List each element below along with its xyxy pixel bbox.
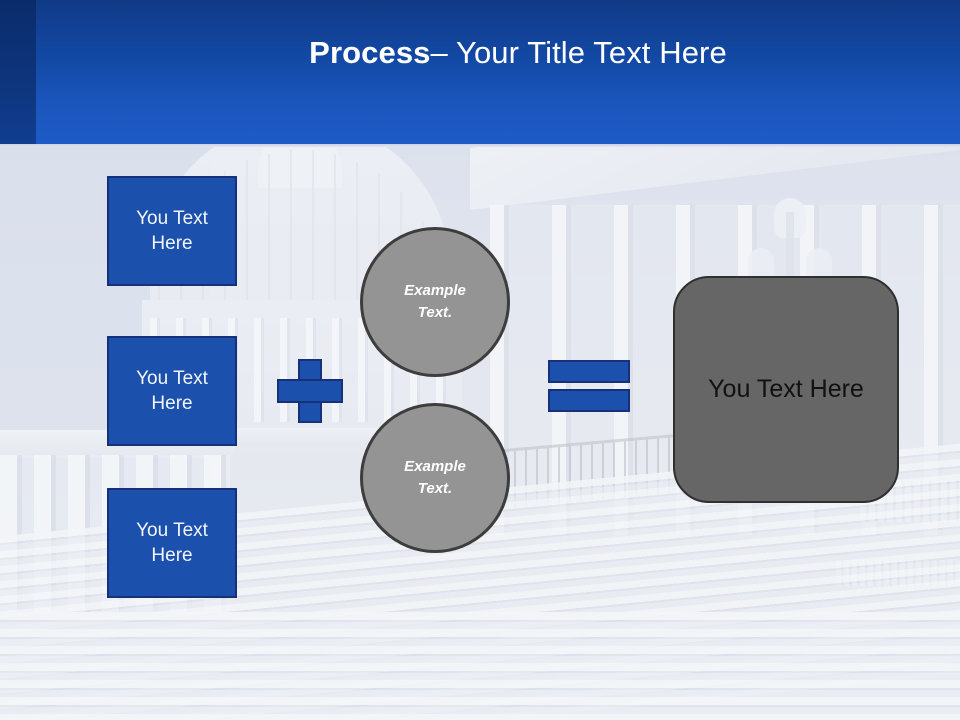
plus-icon bbox=[277, 359, 343, 423]
step-box-3[interactable]: You Text Here bbox=[107, 488, 237, 598]
example-circle-1-line1: Example bbox=[404, 282, 466, 299]
example-circle-2-line1: Example bbox=[404, 458, 466, 475]
step-box-3-label: You Text Here bbox=[136, 520, 208, 566]
example-circle-1-line2: Text. bbox=[417, 304, 453, 321]
page-title-rest: – Your Title Text Here bbox=[430, 35, 727, 70]
title-bar-stripe-dark bbox=[0, 0, 36, 144]
page-title: Process – Your Title Text Here bbox=[76, 0, 960, 144]
step-box-1-label: You Text Here bbox=[136, 208, 208, 254]
equals-icon bbox=[548, 360, 630, 412]
example-circle-2-line2: Text. bbox=[417, 480, 453, 497]
result-box[interactable]: You Text Here bbox=[673, 276, 899, 503]
step-box-2-label: You Text Here bbox=[136, 368, 208, 414]
title-bar-stripe-mid bbox=[36, 0, 76, 144]
title-bar-underline bbox=[0, 144, 960, 147]
step-box-1[interactable]: You Text Here bbox=[107, 176, 237, 286]
step-box-2[interactable]: You Text Here bbox=[107, 336, 237, 446]
example-circle-1[interactable]: Example Text. bbox=[360, 227, 510, 377]
plus-icon-center-fill bbox=[300, 381, 320, 401]
result-box-label: You Text Here bbox=[708, 375, 864, 403]
example-circle-2[interactable]: Example Text. bbox=[360, 403, 510, 553]
equals-icon-top-bar bbox=[548, 360, 630, 383]
page-title-strong: Process bbox=[309, 35, 431, 70]
title-bar: Process – Your Title Text Here bbox=[0, 0, 960, 144]
equals-icon-bottom-bar bbox=[548, 389, 630, 412]
